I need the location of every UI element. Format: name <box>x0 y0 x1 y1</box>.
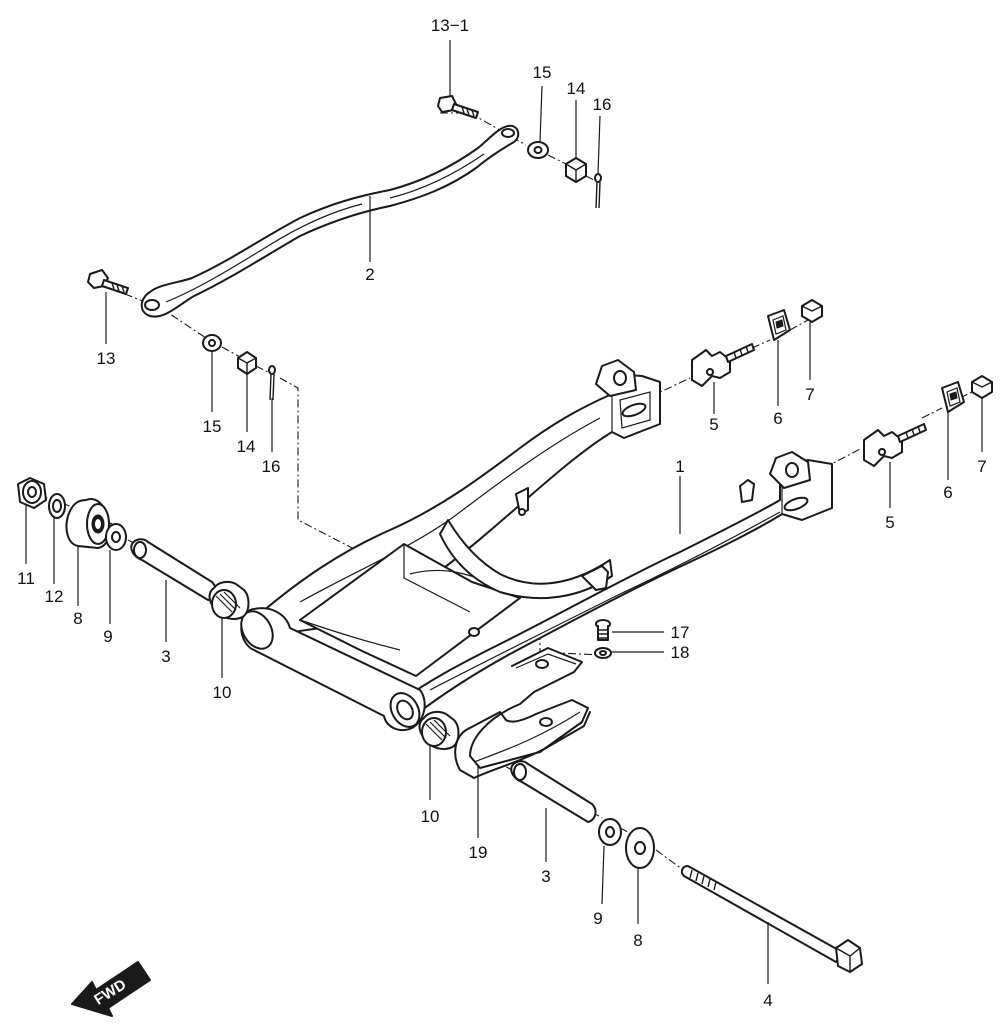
callout-11: 11 <box>17 569 35 588</box>
nut-14-left <box>237 351 257 375</box>
callout-3-right: 3 <box>541 867 550 886</box>
washer-15-left <box>202 334 222 352</box>
callout-13: 13 <box>97 349 116 368</box>
callout-7-b: 7 <box>977 457 986 476</box>
washer-18 <box>594 647 612 659</box>
callout-12: 12 <box>45 587 64 606</box>
needle-bearing-10-left <box>208 580 250 620</box>
callout-9-right: 9 <box>593 909 602 928</box>
callout-9-left: 9 <box>103 627 112 646</box>
callout-1: 1 <box>675 457 684 476</box>
callout-6-b: 6 <box>943 483 952 502</box>
washer-15-top <box>527 141 549 159</box>
link-arm <box>140 124 520 318</box>
callout-15-left: 15 <box>203 417 222 436</box>
washer-9-left <box>105 523 127 551</box>
callout-14-top: 14 <box>567 79 586 98</box>
swing-arm <box>240 359 833 732</box>
cotter-pin-16-left <box>268 365 276 401</box>
cotter-pin-16-top <box>594 173 602 209</box>
callout-10-left: 10 <box>213 683 232 702</box>
callout-2: 2 <box>365 265 374 284</box>
collar-11 <box>17 477 47 509</box>
bearing-8-right <box>625 827 655 869</box>
callout-8-left: 8 <box>73 609 82 628</box>
callout-14-left: 14 <box>237 437 256 456</box>
pivot-collar-3-left <box>130 538 217 601</box>
callout-10-right: 10 <box>421 807 440 826</box>
callout-3-left: 3 <box>161 647 170 666</box>
washer-12 <box>48 493 66 519</box>
chain-slider-19 <box>454 647 591 779</box>
callout-8-right: 8 <box>633 931 642 950</box>
leader-lines <box>25 40 983 984</box>
callout-17: 17 <box>671 623 690 642</box>
washer-9-right <box>598 818 622 846</box>
nut-14-top <box>565 157 587 183</box>
callout-15-top: 15 <box>533 63 552 82</box>
adjuster-plate-6-b <box>941 381 965 413</box>
nut-7-b <box>971 375 993 399</box>
callout-13-1: 13−1 <box>431 16 469 35</box>
callout-4: 4 <box>763 991 772 1010</box>
needle-bearing-10-right <box>418 710 460 750</box>
callout-16-top: 16 <box>593 95 612 114</box>
chain-adjuster-5-b <box>863 423 927 467</box>
callout-6-a: 6 <box>773 409 782 428</box>
adjuster-plate-6-a <box>767 309 791 341</box>
bolt-13-1 <box>437 95 479 119</box>
bolt-13 <box>87 269 129 295</box>
callout-labels: 13−1 15 14 16 2 13 15 14 16 7 6 5 7 6 5 … <box>17 16 987 1010</box>
callout-7-a: 7 <box>805 385 814 404</box>
callout-5-b: 5 <box>885 513 894 532</box>
pivot-bolt-4 <box>680 865 863 973</box>
callout-5-a: 5 <box>709 415 718 434</box>
screw-17 <box>595 619 611 641</box>
chain-adjuster-5-a <box>691 343 755 387</box>
pivot-collar-3-right <box>510 760 597 823</box>
callout-19: 19 <box>469 843 488 862</box>
bearing-8-left <box>65 498 111 549</box>
callout-18: 18 <box>671 643 690 662</box>
callout-16-left: 16 <box>262 457 281 476</box>
fwd-direction-arrow: FWD <box>71 961 151 1017</box>
nut-7-a <box>801 299 823 323</box>
